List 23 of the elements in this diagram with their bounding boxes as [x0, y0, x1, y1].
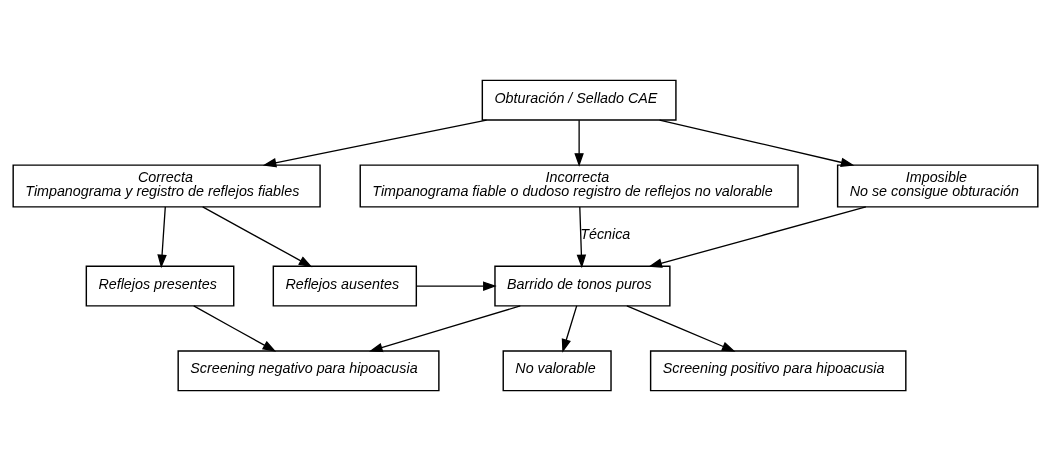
node-box: No valorable [502, 349, 612, 391]
arrow [658, 118, 855, 167]
node-box: Correcta Timpanograma y registro de reflejos fiables [12, 163, 321, 208]
node-box: Barrido de tonos puros [494, 265, 671, 307]
arrow [574, 119, 584, 167]
edge-label: Técnica [580, 225, 631, 242]
node-box: Imposible No se consigue obturación [836, 163, 1039, 208]
node-box: Screening negativo para hipoacusia [177, 349, 440, 391]
node-box: Screening positivo para hipoacusia [649, 349, 907, 391]
arrow [561, 304, 578, 353]
arrow [193, 304, 277, 352]
node-box: Obturación / Sellado CAE [481, 79, 677, 121]
node-box: Reflejos presentes [85, 265, 235, 307]
arrow [202, 205, 313, 267]
arrow [576, 205, 587, 268]
arrow [369, 304, 521, 352]
node-box: Reflejos ausentes [272, 265, 418, 307]
node-box: Incorrecta Timpanograma fiable o dudoso registro de reflejos no valorable [359, 163, 799, 208]
arrow [157, 205, 167, 268]
arrow [416, 280, 497, 291]
arrow [626, 304, 736, 352]
arrow [262, 118, 488, 167]
arrow [648, 205, 867, 268]
